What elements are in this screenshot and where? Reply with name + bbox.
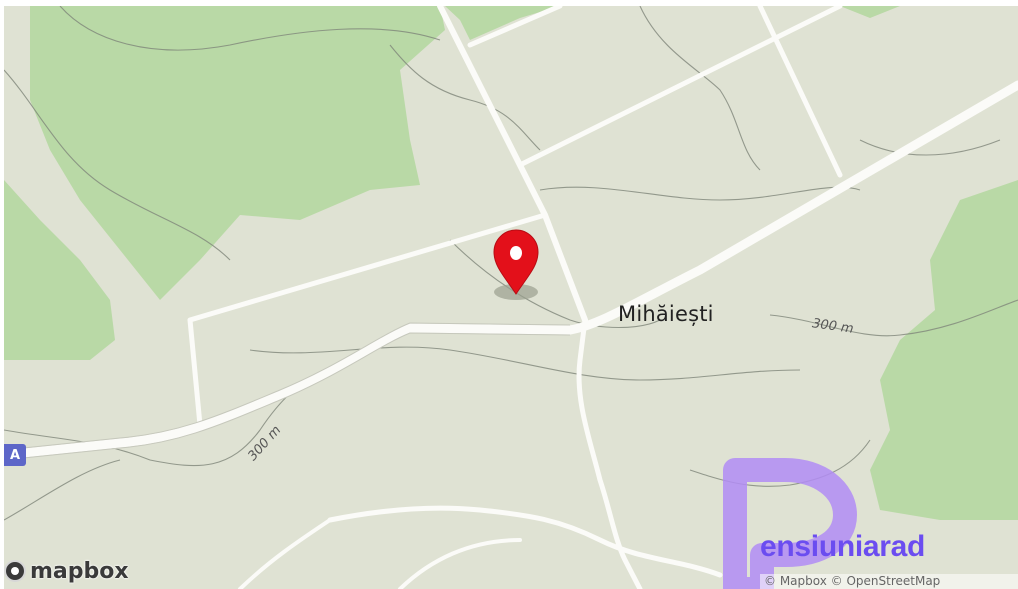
mapbox-logo[interactable]: mapbox: [4, 558, 129, 584]
pensiuniarad-logo-mark: [723, 458, 857, 589]
forest-area-east: [870, 180, 1018, 520]
map-attribution[interactable]: © Mapbox © OpenStreetMap: [760, 574, 1018, 589]
mapbox-wordmark: mapbox: [30, 558, 129, 584]
map-canvas[interactable]: [4, 6, 1018, 589]
road-network: [4, 6, 1018, 589]
mapbox-icon: [4, 560, 26, 582]
route-shield: A: [4, 444, 26, 466]
forest-area-north: [445, 6, 560, 40]
road-casings: [4, 322, 571, 461]
location-marker-icon[interactable]: [493, 229, 539, 300]
map-view[interactable]: 300 m 300 m: [4, 6, 1018, 589]
place-label-mihaiesti: Mihăiești: [618, 302, 714, 326]
forest-area-northwest: [30, 6, 445, 300]
watermark-text: ensiuniarad: [760, 530, 926, 563]
forest-area-west: [4, 180, 115, 360]
forest-area-northeast: [840, 6, 900, 18]
